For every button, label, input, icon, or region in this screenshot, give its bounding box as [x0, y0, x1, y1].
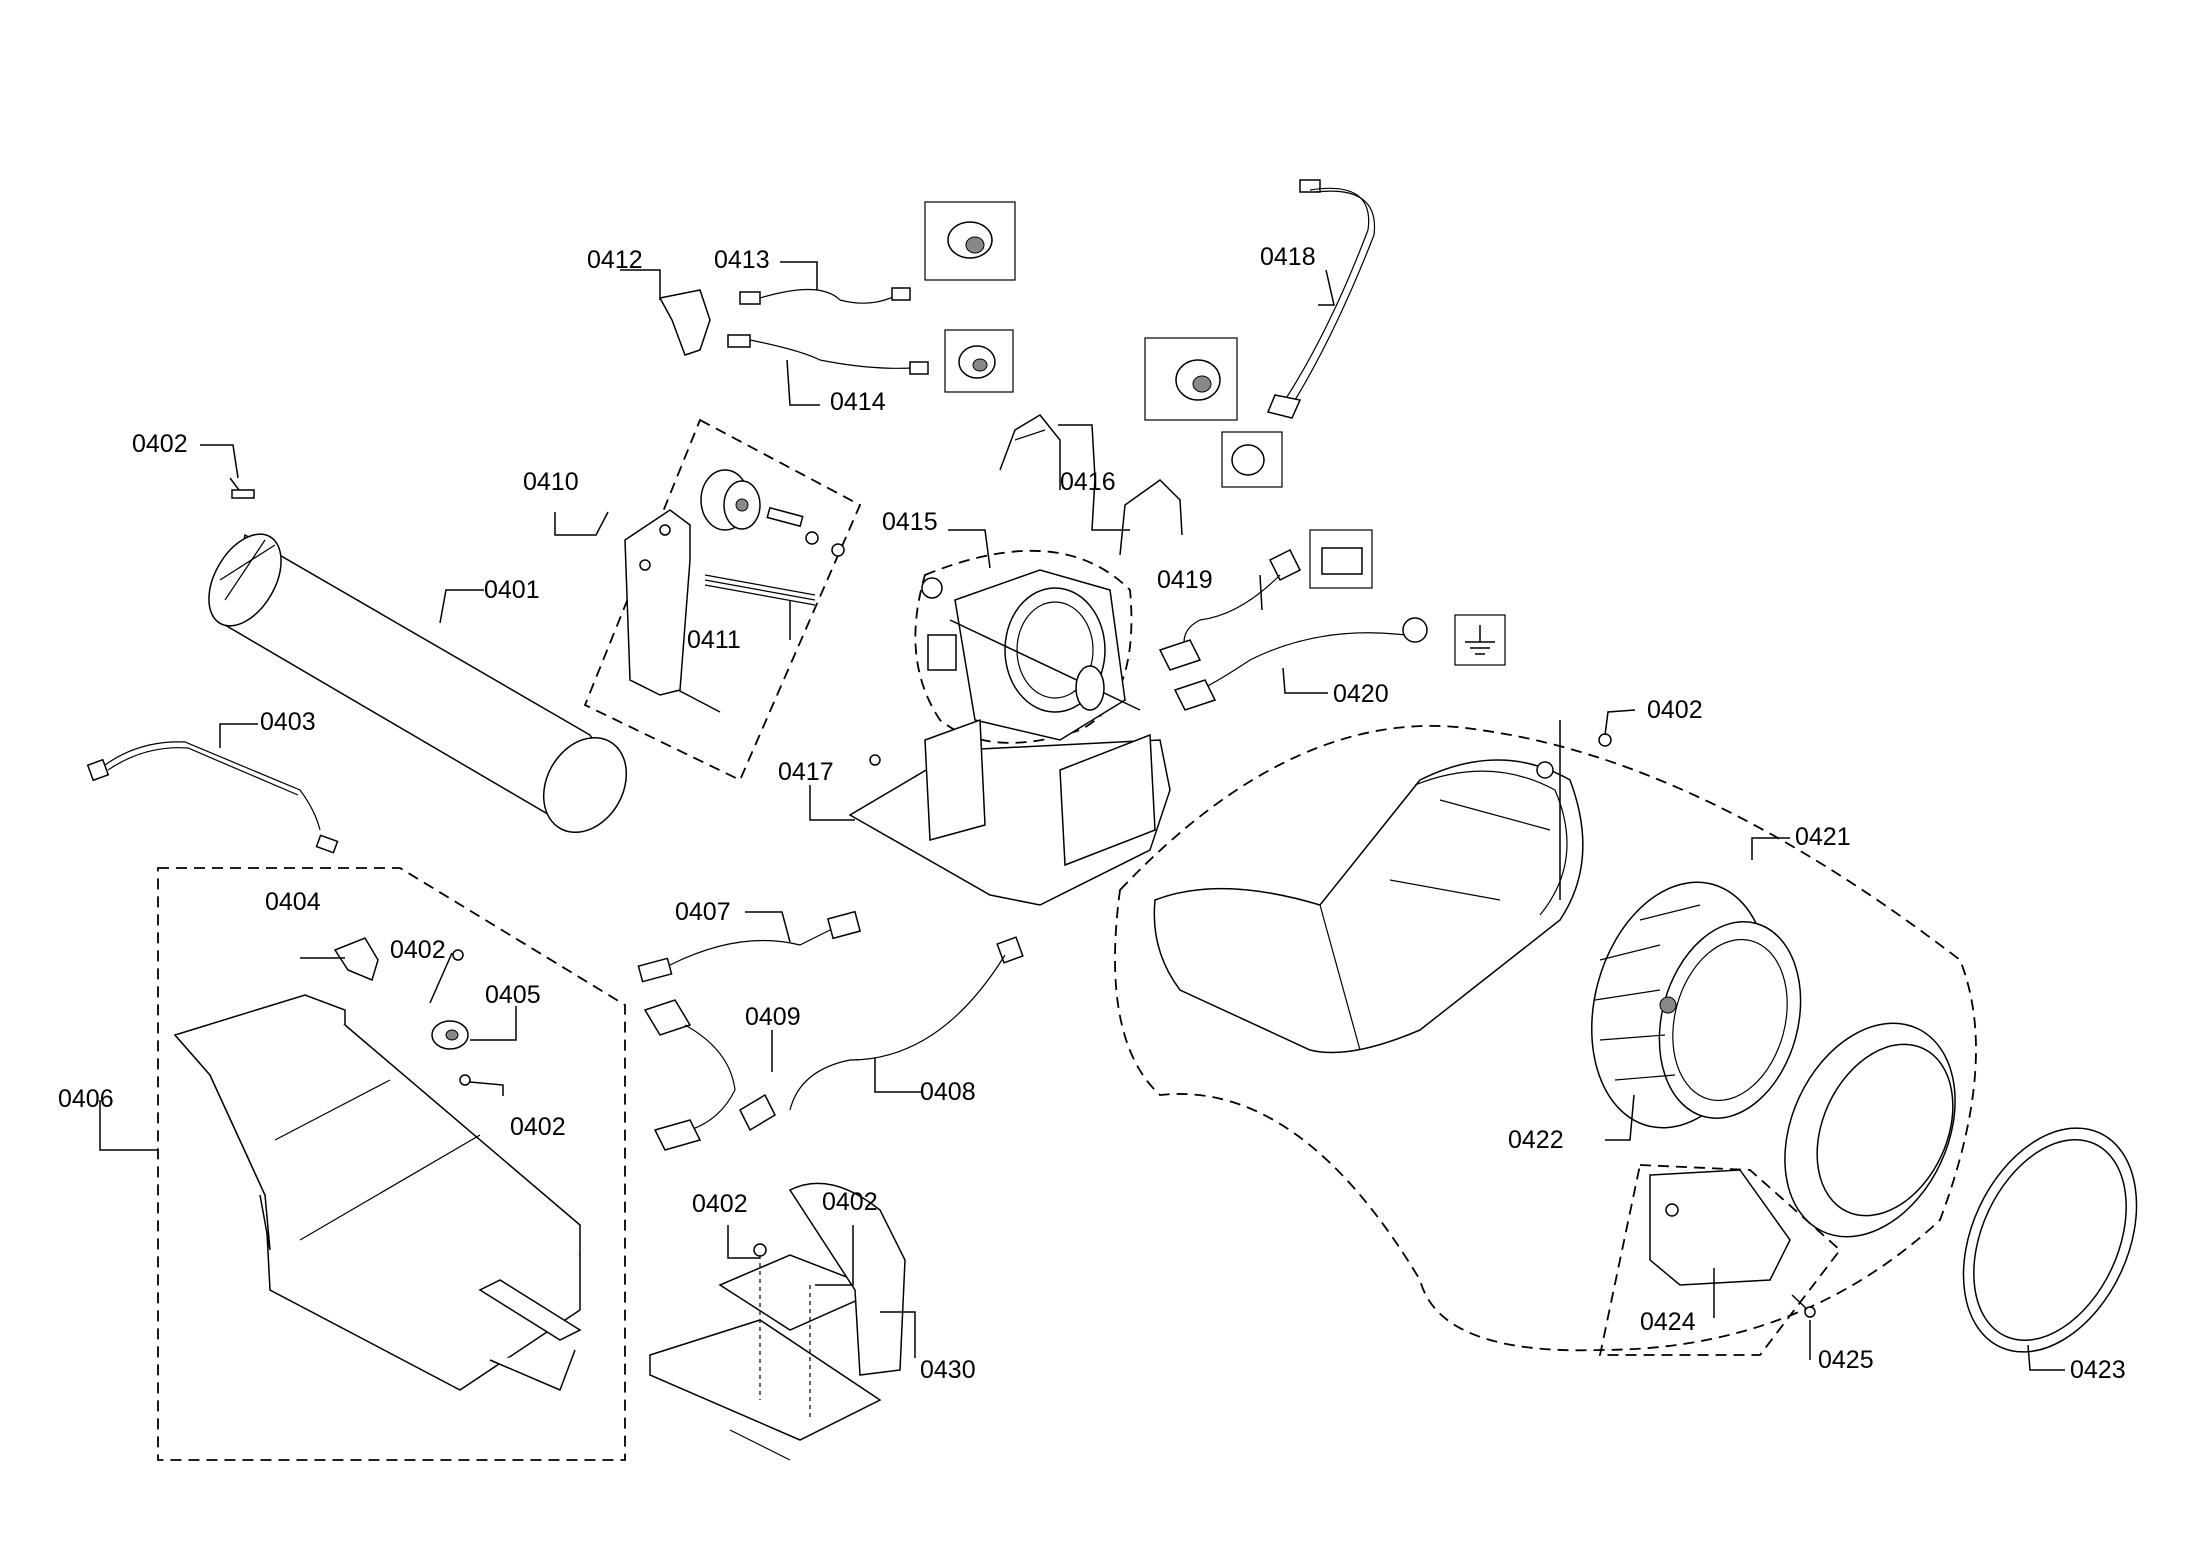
idler-pulley-0410 [700, 469, 845, 557]
label-0401: 0401 [484, 576, 540, 604]
leader-0416 [1058, 424, 1130, 531]
label-0416: 0416 [1060, 468, 1116, 496]
label-0402-a: 0402 [132, 430, 188, 458]
wire-0418 [1266, 179, 1376, 419]
leader-0405 [470, 1006, 517, 1041]
label-0425: 0425 [1818, 1346, 1874, 1374]
label-0418: 0418 [1260, 243, 1316, 271]
wire-0414 [727, 334, 929, 375]
wire-harness-0409 [643, 999, 736, 1151]
seal-ring-0423 [1962, 1127, 2138, 1353]
leader-0408 [874, 1058, 922, 1093]
thermostat-0404 [333, 937, 379, 982]
screw-0402-top-left [229, 477, 255, 499]
leader-0402-e [815, 1225, 854, 1286]
thermostat-inset-0413 [924, 201, 1016, 281]
leader-0402-d [727, 1225, 760, 1259]
leader-0419 [1259, 574, 1263, 611]
label-0409: 0409 [745, 1003, 801, 1031]
label-0419: 0419 [1157, 566, 1213, 594]
motor-clip-0416-a [999, 414, 1061, 490]
group-outline-0421 [1114, 725, 1977, 1352]
leader-0402-f [1604, 709, 1636, 736]
label-0422: 0422 [1508, 1126, 1564, 1154]
idler-bracket-0410 [624, 509, 691, 696]
leader-0420 [1282, 667, 1328, 694]
screw-0402-heater-2 [459, 1074, 471, 1086]
leader-0410 [554, 511, 609, 536]
idler-spring-0411 [704, 574, 816, 606]
leader-0402-a [200, 444, 239, 479]
label-0402-b: 0402 [390, 936, 446, 964]
label-0414: 0414 [830, 388, 886, 416]
label-0406: 0406 [58, 1085, 114, 1113]
wire-harness-0407 [637, 910, 862, 983]
leader-0403 [219, 723, 258, 748]
screw-0402-housing [1598, 733, 1612, 747]
leader-0430 [880, 1311, 916, 1358]
label-0411: 0411 [687, 626, 741, 654]
leader-0414 [786, 359, 820, 406]
idler-pin-0410 [677, 689, 721, 713]
leader-0406 [99, 1100, 158, 1151]
switch-0412 [658, 289, 711, 356]
screw-0402-bracket-1 [753, 1243, 767, 1257]
label-0402-d: 0402 [692, 1190, 748, 1218]
wire-0413 [739, 287, 911, 305]
wire-harness-0408 [739, 936, 1024, 1132]
label-0402-e: 0402 [822, 1188, 878, 1216]
blower-cover-0424 [1649, 1022, 1956, 1286]
motor-mount-0417 [848, 718, 1171, 906]
screw-0425 [1791, 1294, 1816, 1318]
leader-0415 [948, 529, 991, 569]
label-0408: 0408 [920, 1078, 976, 1106]
screw-0402-heater-1 [452, 949, 464, 961]
drive-motor-0415 [921, 569, 1141, 741]
label-0421: 0421 [1795, 823, 1851, 851]
label-0404: 0404 [265, 888, 321, 916]
leader-0423 [2027, 1344, 2065, 1371]
thermal-fuse-0405 [431, 1020, 469, 1050]
label-0410: 0410 [523, 468, 579, 496]
label-0420: 0420 [1333, 680, 1389, 708]
thermal-cutoff-inset [1221, 431, 1283, 488]
leader-0413 [780, 261, 818, 290]
label-0430: 0430 [920, 1356, 976, 1384]
thermostat-inset-0418 [1144, 337, 1238, 421]
group-outline-0406 [157, 867, 626, 1461]
label-0405: 0405 [485, 981, 541, 1009]
label-0417: 0417 [778, 758, 834, 786]
duct-tube-0401 [208, 533, 628, 834]
label-0424: 0424 [1640, 1308, 1696, 1336]
bracket-0430 [649, 1182, 906, 1461]
sensor-wire-0403 [86, 741, 339, 854]
blower-housing-0421 [1153, 759, 1584, 1054]
label-0423: 0423 [2070, 1356, 2126, 1384]
leader-0401 [439, 589, 484, 624]
thermostat-inset-0414 [944, 329, 1014, 393]
label-0413: 0413 [714, 246, 770, 274]
leader-0402-b [429, 952, 453, 1004]
label-0402-c: 0402 [510, 1113, 566, 1141]
leader-0402-c [469, 1081, 504, 1096]
label-0407: 0407 [675, 898, 731, 926]
label-0403: 0403 [260, 708, 316, 736]
leader-0421 [1751, 837, 1790, 860]
blower-wheel-0422 [1591, 881, 1802, 1129]
leader-0417 [809, 785, 855, 821]
motor-clip-0416-b [1119, 479, 1183, 556]
heater-housing-0406 [173, 994, 582, 1391]
label-0415: 0415 [882, 508, 938, 536]
ground-wire-0420 [1173, 614, 1506, 711]
leader-0418 [1318, 269, 1335, 306]
wire-0419 [1158, 529, 1373, 671]
group-outline-0415 [914, 549, 1133, 744]
leader-0407 [745, 911, 791, 943]
label-0412: 0412 [587, 246, 643, 274]
leader-0422 [1605, 1094, 1635, 1141]
label-0402-f: 0402 [1647, 696, 1703, 724]
leader-0412 [620, 269, 661, 300]
